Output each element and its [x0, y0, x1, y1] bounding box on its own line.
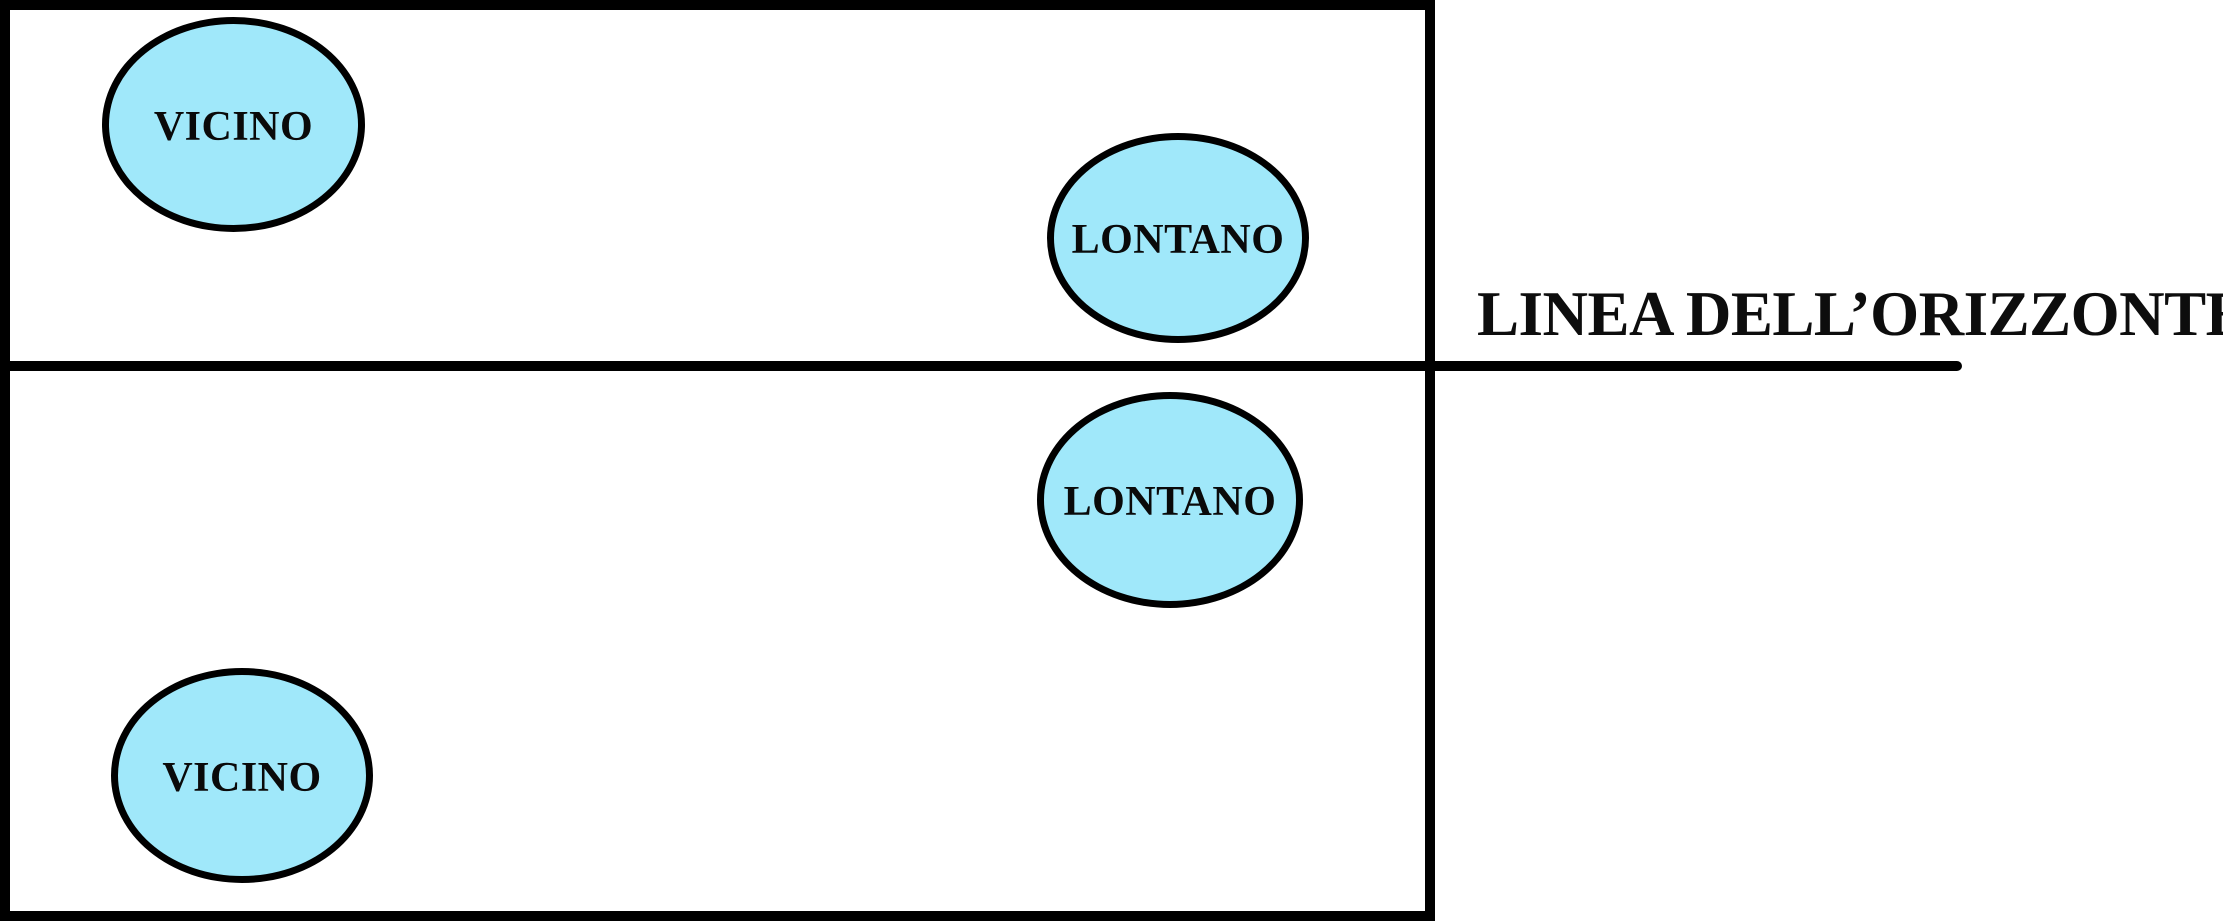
ellipse-vicino-upper-left: VICINO	[102, 17, 365, 232]
ellipse-vicino-lower-left: VICINO	[111, 668, 373, 883]
ellipse-label: VICINO	[162, 754, 322, 801]
ellipse-label: VICINO	[153, 103, 314, 150]
ellipse-lontano-lower-right: LONTANO	[1037, 392, 1303, 608]
ellipse-label: LONTANO	[1063, 479, 1277, 525]
ellipse-lontano-upper-right: LONTANO	[1047, 133, 1309, 343]
picture-plane-frame	[0, 0, 1435, 921]
horizon-line	[0, 361, 1962, 371]
horizon-line-label: LINEA DELL’ORIZZONTE	[1477, 279, 2223, 349]
ellipse-label: LONTANO	[1071, 217, 1285, 263]
